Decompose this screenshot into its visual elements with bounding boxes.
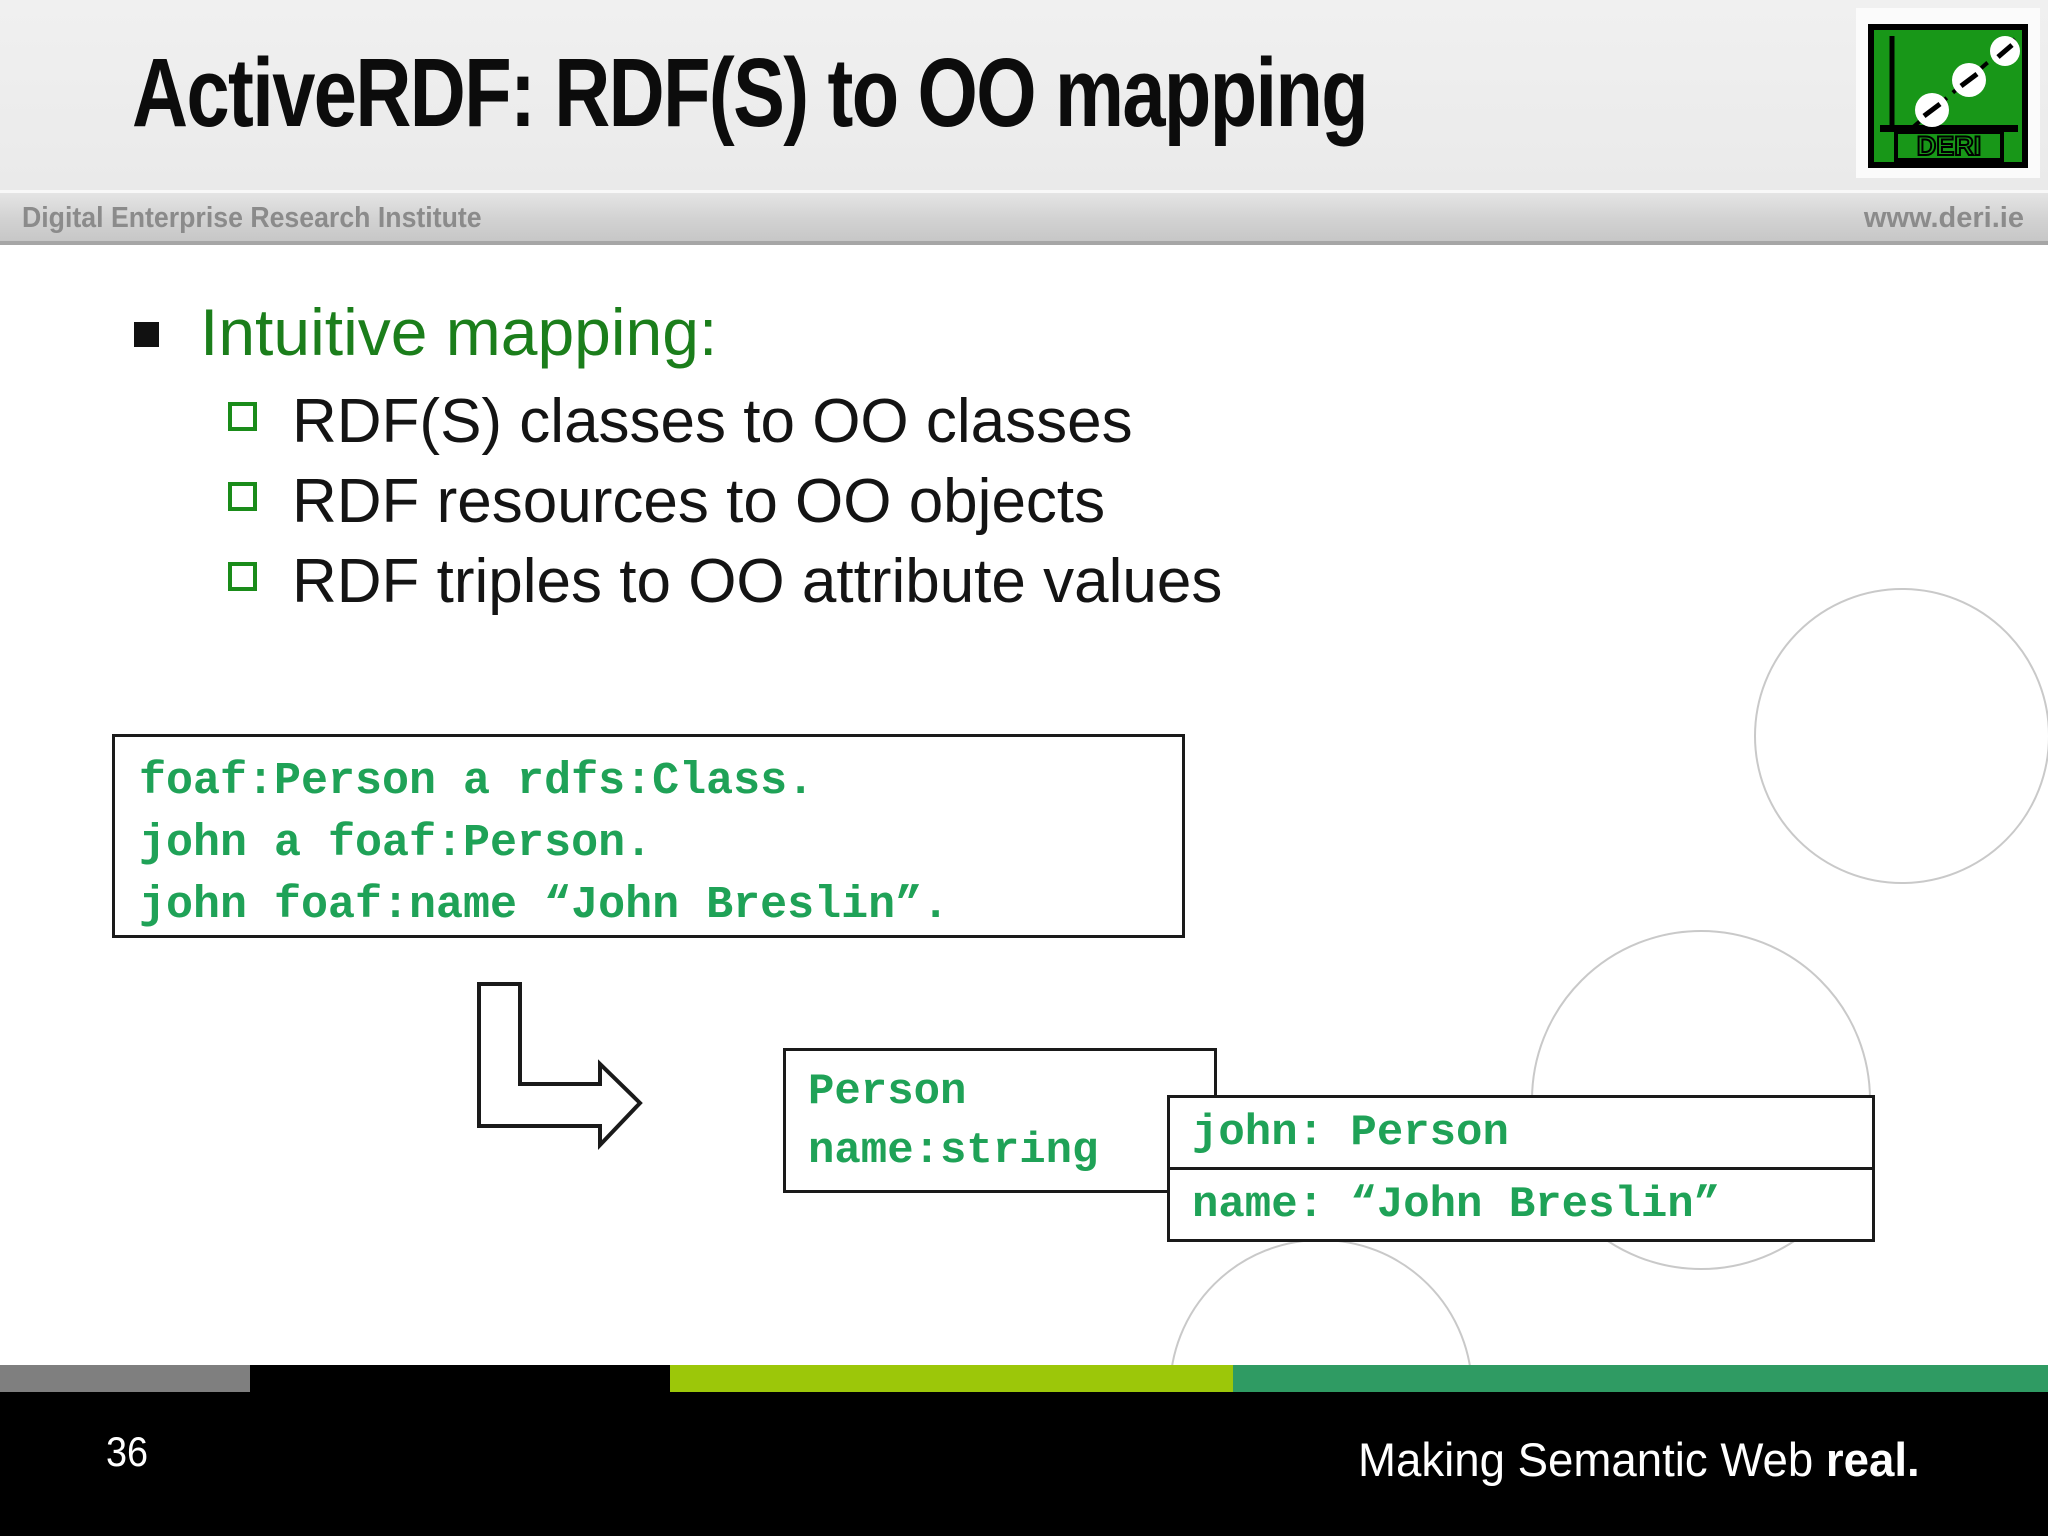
- mapping-arrow-icon: [470, 975, 660, 1165]
- deri-logo-card: DERI: [1856, 8, 2040, 178]
- level1-bullet-text: Intuitive mapping:: [200, 295, 718, 369]
- level2-bullet-text: RDF triples to OO attribute values: [292, 547, 1223, 616]
- decorative-circle: [1754, 588, 2048, 884]
- tagline-regular: Making Semantic Web: [1358, 1433, 1826, 1486]
- page-number: 36: [106, 1428, 149, 1475]
- stripe-teal-segment: [1233, 1365, 2048, 1392]
- level2-bullet-text: RDF resources to OO objects: [292, 467, 1106, 536]
- rdf-code-line: john a foaf:Person.: [139, 818, 653, 869]
- footer-color-stripe: [0, 1365, 2048, 1392]
- deri-logo-text: DERI: [1917, 131, 1982, 161]
- level2-bullet-icon: [228, 482, 257, 511]
- john-object-attribute-row: name: “John Breslin”: [1170, 1170, 1872, 1239]
- level2-bullet-text: RDF(S) classes to OO classes: [292, 387, 1133, 456]
- rdf-code-line: john foaf:name “John Breslin”.: [139, 880, 950, 931]
- stripe-gray-segment: [0, 1365, 250, 1392]
- stripe-black-segment: [250, 1365, 670, 1392]
- rdf-code-line: foaf:Person a rdfs:Class.: [139, 756, 815, 807]
- level2-bullet-icon: [228, 562, 257, 591]
- stripe-lime-segment: [670, 1365, 1233, 1392]
- footer-tagline: Making Semantic Web real.: [1358, 1432, 1920, 1487]
- tagline-bold: real.: [1825, 1433, 1920, 1486]
- level2-bullet-icon: [228, 402, 257, 431]
- level1-bullet-icon: [134, 322, 159, 347]
- john-object-type: john: Person: [1192, 1107, 1509, 1158]
- slide-header: ActiveRDF: RDF(S) to OO mapping DERI: [0, 0, 2048, 190]
- deri-logo-icon: DERI: [1868, 24, 2028, 168]
- header-strip: Digital Enterprise Research Institute ww…: [0, 190, 2048, 245]
- person-class-name: Person: [808, 1067, 967, 1117]
- john-object-box: john: Person name: “John Breslin”: [1167, 1095, 1875, 1242]
- rdf-code-box: foaf:Person a rdfs:Class. john a foaf:Pe…: [112, 734, 1185, 938]
- website-url: www.deri.ie: [1863, 202, 2024, 234]
- john-object-name-value: name: “John Breslin”: [1192, 1179, 1721, 1230]
- page-title: ActiveRDF: RDF(S) to OO mapping: [132, 38, 1369, 147]
- footer-bar: 36 Making Semantic Web real.: [0, 1392, 2048, 1536]
- john-object-header-row: john: Person: [1170, 1098, 1872, 1170]
- person-class-box: Person name:string: [783, 1048, 1217, 1193]
- person-class-attribute: name:string: [808, 1126, 1099, 1176]
- institute-name: Digital Enterprise Research Institute: [22, 202, 482, 234]
